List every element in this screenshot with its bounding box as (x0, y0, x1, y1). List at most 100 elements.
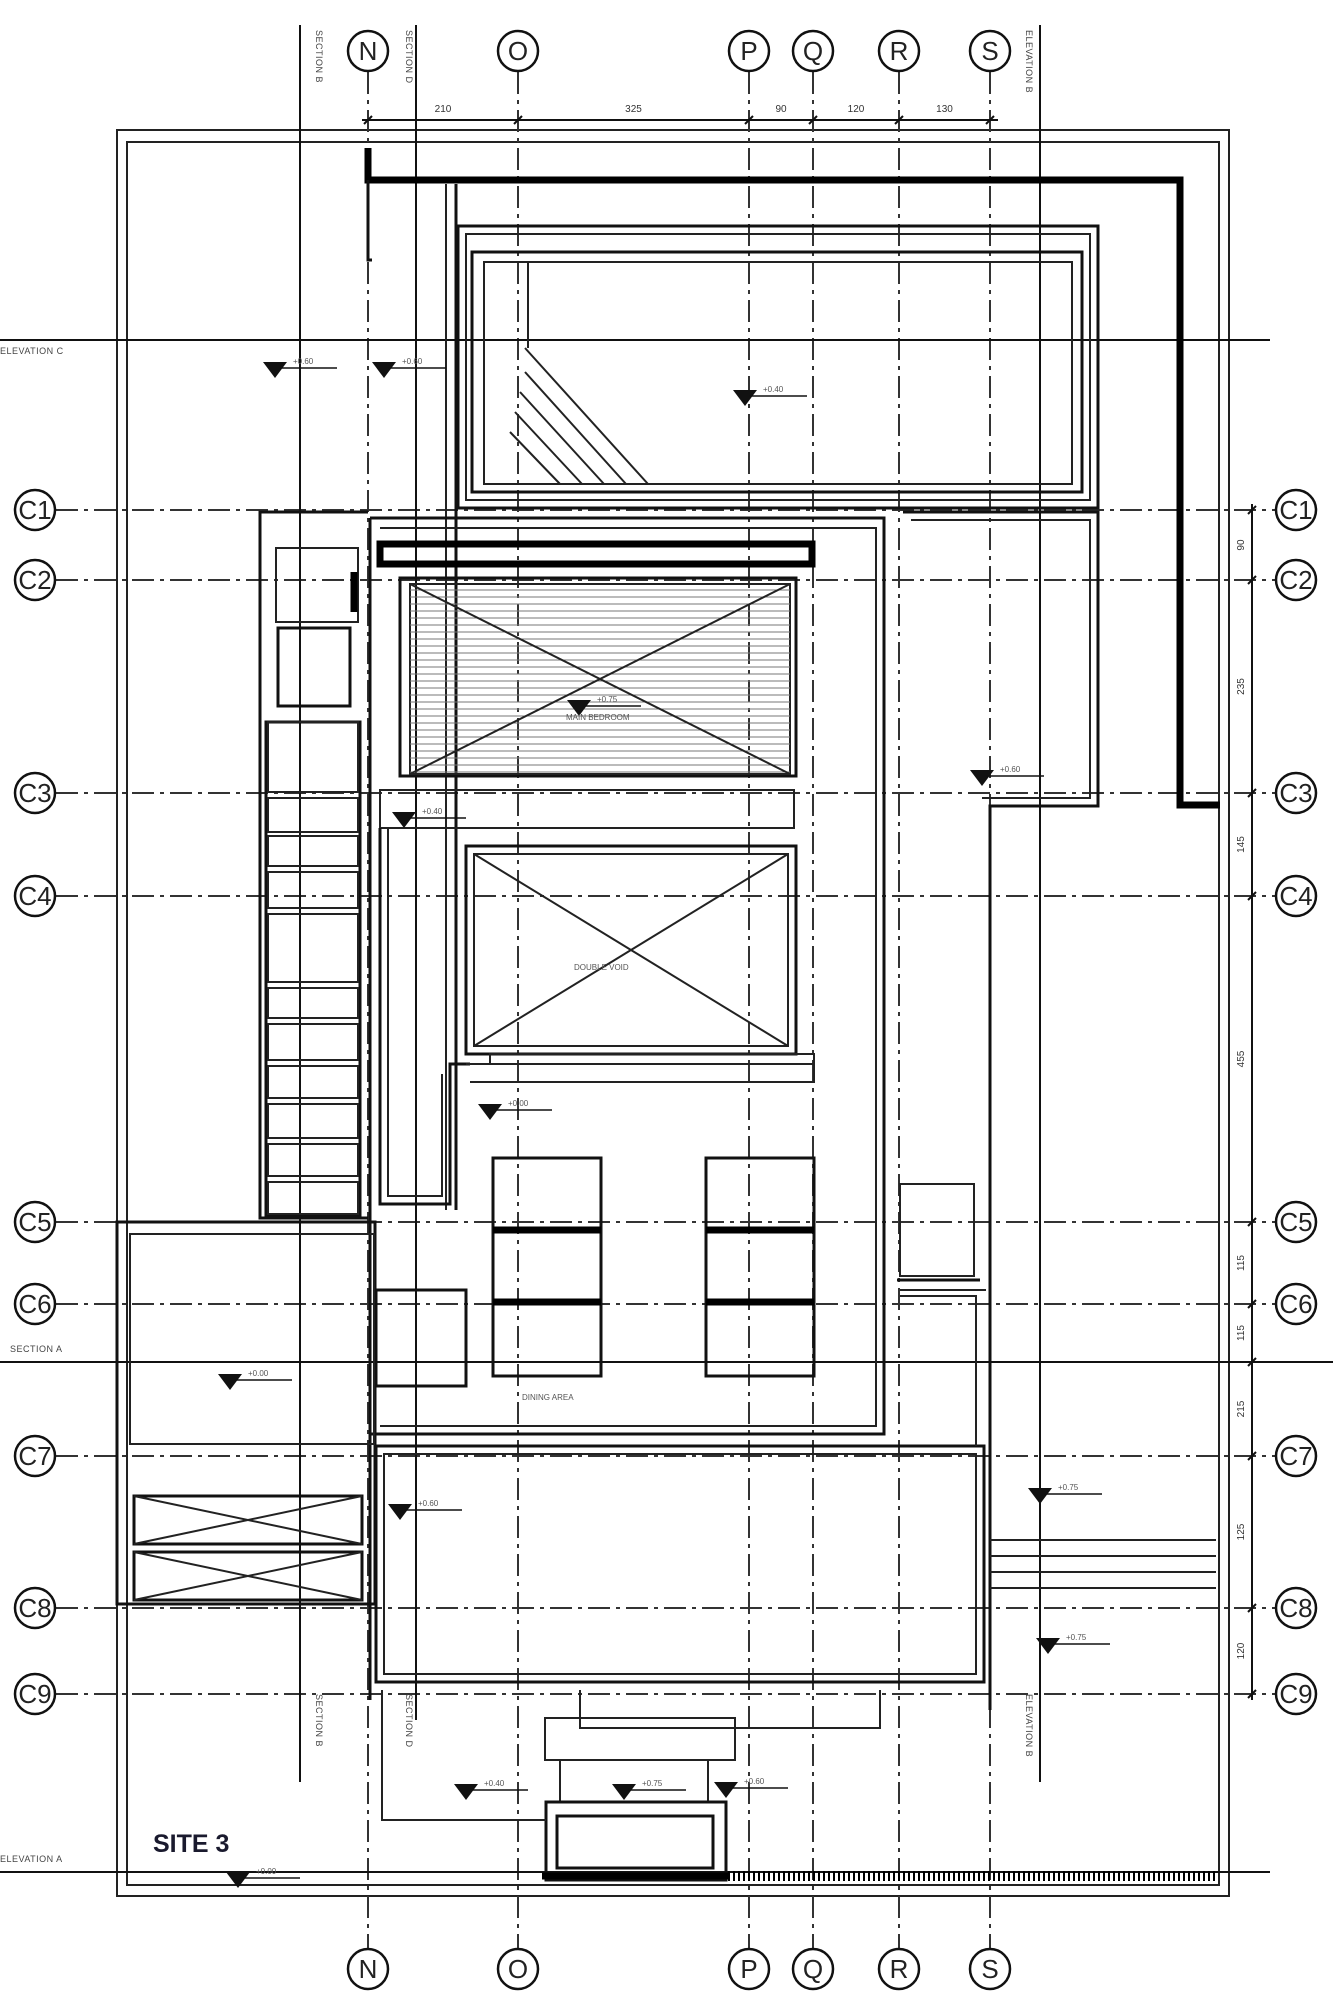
row-bubble-c4-right: C4 (1274, 874, 1318, 918)
svg-text:R: R (890, 1954, 909, 1984)
row-bubble-c8-right: C8 (1274, 1586, 1318, 1630)
svg-text:C2: C2 (1279, 565, 1312, 595)
right-dimension-label: 215 (1236, 1400, 1247, 1417)
level-marker: +0.40 (454, 1779, 528, 1800)
column-bubble-o-bottom: O (496, 1947, 540, 1991)
level-value: +0.60 (293, 357, 314, 366)
top-dimension-label: 120 (848, 104, 865, 115)
svg-text:C1: C1 (18, 495, 51, 525)
column-bubble-s-top: S (968, 29, 1012, 73)
level-marker: +0.00 (478, 1099, 552, 1120)
column-bubble-q-bottom: Q (791, 1947, 835, 1991)
label-elevation-b-bottom: ELEVATION B (1024, 1694, 1034, 1757)
left-annex (115, 1220, 377, 1606)
room-note-dining-area: DINING AREA (522, 1393, 574, 1402)
column-bubble-n-bottom: N (346, 1947, 390, 1991)
row-bubble-c6-left: C6 (13, 1282, 57, 1326)
level-value: +0.60 (402, 357, 423, 366)
row-bubble-c4-left: C4 (13, 874, 57, 918)
svg-text:C6: C6 (18, 1289, 51, 1319)
label-section-a: SECTION A (10, 1344, 63, 1354)
svg-text:R: R (890, 36, 909, 66)
label-section-b-top: SECTION B (314, 30, 324, 83)
level-value: +0.75 (1066, 1633, 1087, 1642)
right-dimension-label: 120 (1236, 1642, 1247, 1659)
site-boundary (116, 129, 1230, 1897)
svg-text:C4: C4 (18, 881, 51, 911)
svg-text:O: O (508, 1954, 528, 1984)
row-bubble-c8-left: C8 (13, 1586, 57, 1630)
svg-text:C3: C3 (1279, 778, 1312, 808)
svg-text:C9: C9 (1279, 1679, 1312, 1709)
svg-text:C8: C8 (18, 1593, 51, 1623)
site-title: SITE 3 (153, 1830, 229, 1858)
level-marker: +0.75 (1028, 1483, 1102, 1504)
right-dimension-label: 90 (1236, 539, 1247, 551)
level-marker: +0.60 (372, 357, 446, 378)
row-bubble-c9-left: C9 (13, 1672, 57, 1716)
row-bubble-c6-right: C6 (1274, 1282, 1318, 1326)
level-marker: +0.60 (263, 357, 337, 378)
level-value: +0.75 (1058, 1483, 1079, 1492)
level-value: +0.60 (1000, 765, 1021, 774)
svg-text:N: N (359, 1954, 378, 1984)
swimming-pool (456, 224, 1100, 510)
level-marker: +0.60 (970, 765, 1044, 786)
svg-text:P: P (740, 1954, 757, 1984)
level-marker: +0.60 (714, 1777, 788, 1798)
right-dimension-label: 235 (1236, 678, 1247, 695)
right-dimension-label: 115 (1236, 1255, 1247, 1271)
top-dimension-label: 90 (775, 104, 787, 115)
top-dimension-label: 130 (936, 104, 953, 115)
column-bubble-r-bottom: R (877, 1947, 921, 1991)
row-bubble-c7-left: C7 (13, 1434, 57, 1478)
svg-text:C7: C7 (1279, 1441, 1312, 1471)
level-value: +0.60 (744, 1777, 765, 1786)
row-bubble-c9-right: C9 (1274, 1672, 1318, 1716)
level-marker: +0.75 (1036, 1633, 1110, 1654)
svg-text:N: N (359, 36, 378, 66)
column-bubble-p-top: P (727, 29, 771, 73)
top-dimension-label: 325 (625, 104, 642, 115)
level-marker: +0.40 (733, 385, 807, 406)
level-marker: +0.75 (612, 1779, 686, 1800)
stair-strip (258, 510, 368, 1220)
right-dimension-label: 115 (1236, 1325, 1247, 1341)
svg-text:S: S (981, 36, 998, 66)
level-marker: +0.00 (218, 1369, 292, 1390)
level-value: +0.40 (422, 807, 443, 816)
boundary-wall (364, 148, 1220, 809)
svg-text:C7: C7 (18, 1441, 51, 1471)
level-value: +0.00 (508, 1099, 529, 1108)
row-bubble-c1-right: C1 (1274, 488, 1318, 532)
terrace-right (897, 510, 1216, 1710)
svg-text:Q: Q (803, 36, 823, 66)
label-section-d-bottom: SECTION D (404, 1694, 414, 1748)
row-bubble-c3-right: C3 (1274, 771, 1318, 815)
svg-text:C1: C1 (1279, 495, 1312, 525)
level-value: +0.60 (418, 1499, 439, 1508)
level-marker: +0.60 (388, 1499, 462, 1520)
double-void-upper (376, 540, 816, 778)
column-bubble-r-top: R (877, 29, 921, 73)
row-bubble-c3-left: C3 (13, 771, 57, 815)
level-value: +0.75 (642, 1779, 663, 1788)
svg-text:C2: C2 (18, 565, 51, 595)
label-elevation-b-top: ELEVATION B (1024, 30, 1034, 93)
row-bubble-c7-right: C7 (1274, 1434, 1318, 1478)
row-bubble-c2-right: C2 (1274, 558, 1318, 602)
svg-text:C8: C8 (1279, 1593, 1312, 1623)
label-section-d-top: SECTION D (404, 30, 414, 84)
svg-text:O: O (508, 36, 528, 66)
level-marker: +0.40 (392, 807, 466, 828)
column-bubble-q-top: Q (791, 29, 835, 73)
svg-text:C9: C9 (18, 1679, 51, 1709)
column-bubble-n-top: N (346, 29, 390, 73)
svg-text:C6: C6 (1279, 1289, 1312, 1319)
column-bubble-p-bottom: P (727, 1947, 771, 1991)
svg-text:S: S (981, 1954, 998, 1984)
svg-text:Q: Q (803, 1954, 823, 1984)
